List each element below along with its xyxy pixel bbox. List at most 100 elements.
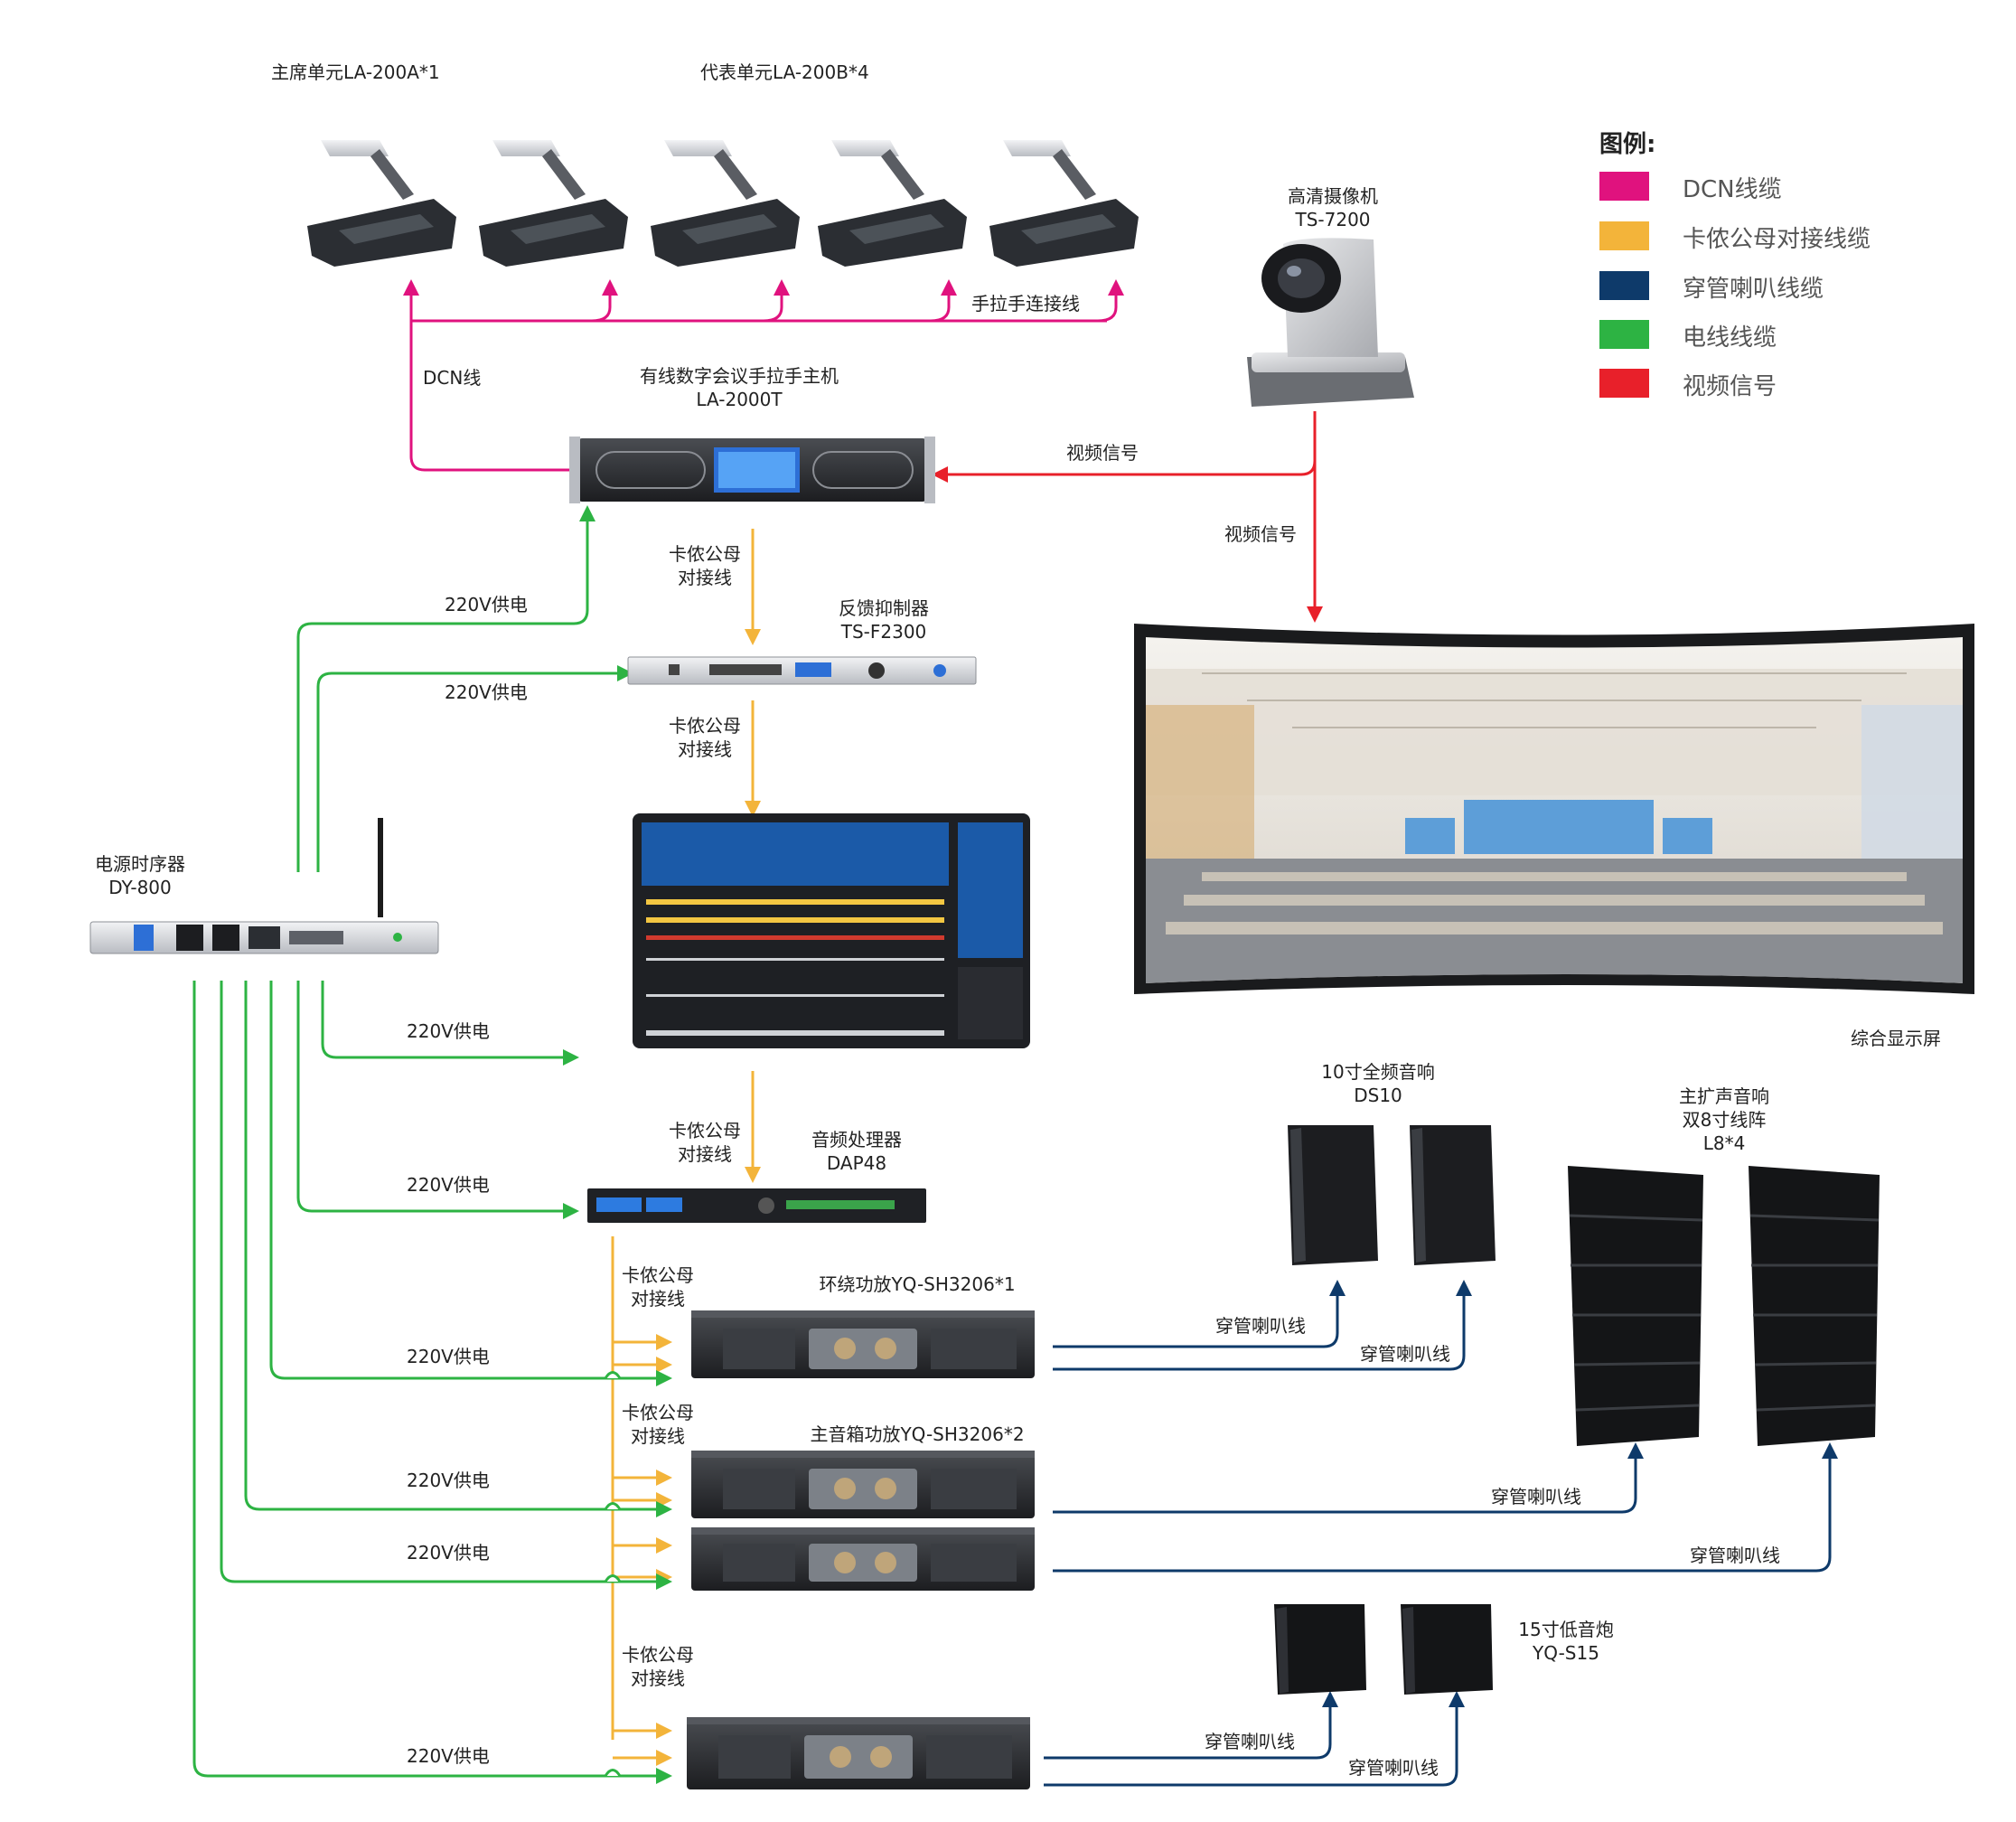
conference-unit [307, 140, 456, 267]
xlr-label-1b: 对接线 [678, 567, 732, 588]
legend-swatch-dcn [1599, 172, 1649, 201]
main-amplifier [691, 1451, 1035, 1518]
xlr-label-4a: 卡侬公母 [622, 1264, 694, 1286]
legend-swatch-power [1599, 320, 1649, 349]
camera-name-label: 高清摄像机 [1288, 185, 1378, 207]
chairman-unit-label: 主席单元LA-200A*1 [271, 61, 440, 83]
spk-sub-left [1044, 1691, 1338, 1760]
legend-label-power: 电线线缆 [1683, 324, 1777, 352]
conference-unit [989, 140, 1139, 267]
conference-unit [651, 140, 800, 267]
full-range-speaker [1410, 1125, 1496, 1265]
legend-swatch-video [1599, 369, 1649, 398]
subwoofer [1401, 1604, 1493, 1695]
power-to-main-amp-1 [244, 981, 672, 1517]
xlr-label-6b: 对接线 [631, 1667, 685, 1689]
line-array-speaker [1568, 1166, 1703, 1446]
xlr-label-6a: 卡侬公母 [622, 1644, 694, 1666]
feedback-name-label: 反馈抑制器 [839, 597, 929, 619]
line-array-model-label: L8*4 [1703, 1132, 1746, 1154]
speaker-line-label: 穿管喇叭线 [1491, 1486, 1581, 1507]
line-array-name-label: 主扩声音响 [1679, 1085, 1769, 1107]
xlr-label-3b: 对接线 [678, 1143, 732, 1165]
legend-swatch-speaker [1599, 271, 1649, 300]
dcn-branch-5 [1097, 279, 1124, 323]
daisy-chain-label: 手拉手连接线 [971, 293, 1080, 315]
display-label: 综合显示屏 [1851, 1028, 1941, 1049]
speaker-line-label: 穿管喇叭线 [1690, 1545, 1780, 1566]
sequencer-name-label: 电源时序器 [95, 853, 185, 875]
power-to-main-amp-2 [220, 981, 672, 1590]
main-amplifier [691, 1527, 1035, 1591]
speaker-line-label: 穿管喇叭线 [1348, 1757, 1439, 1779]
main-amp-label: 主音箱功放YQ-SH3206*2 [810, 1423, 1024, 1445]
xlr-label-1a: 卡侬公母 [669, 543, 741, 565]
dcn-line-to-host [403, 279, 578, 472]
dcn-branch-3 [763, 279, 790, 323]
subwoofer [1274, 1604, 1366, 1695]
speaker-line-label: 穿管喇叭线 [1205, 1731, 1295, 1752]
dcn-branch-2 [591, 279, 618, 323]
full-range-speaker [1288, 1125, 1378, 1265]
legend: 图例: DCN线缆 卡侬公母对接线缆 穿管喇叭线缆 电线线缆 视频信号 [1599, 131, 1871, 400]
xlr-label-3a: 卡侬公母 [669, 1120, 741, 1141]
subwoofer-name-label: 15寸低音炮 [1518, 1619, 1613, 1640]
power-label-feedback: 220V供电 [445, 681, 528, 703]
delegate-unit-label: 代表单元LA-200B*4 [700, 61, 869, 83]
hd-camera [1247, 238, 1414, 407]
full-range-model-label: DS10 [1354, 1085, 1402, 1106]
labels: 主席单元LA-200A*1 代表单元LA-200B*4 手拉手连接线 DCN线 … [95, 61, 1941, 1779]
xlr-label-2b: 对接线 [678, 738, 732, 760]
power-label-mixer: 220V供电 [407, 1020, 490, 1042]
audio-processor [587, 1188, 926, 1223]
power-sequencer [89, 818, 439, 954]
legend-title: 图例: [1599, 131, 1655, 158]
feedback-suppressor [627, 656, 977, 685]
spk-main-right [1053, 1442, 1838, 1573]
legend-label-dcn: DCN线缆 [1683, 176, 1782, 203]
audio-mixer [633, 813, 1030, 1048]
power-to-processor [296, 981, 579, 1219]
xlr-label-5b: 对接线 [631, 1425, 685, 1447]
power-to-sub-amp [192, 981, 672, 1784]
dcn-line-label: DCN线 [423, 367, 481, 389]
dcn-branch-4 [930, 279, 957, 323]
legend-label-speaker: 穿管喇叭线缆 [1683, 276, 1824, 303]
power-label-main-amp-2: 220V供电 [407, 1542, 490, 1564]
spk-surround-right [1053, 1280, 1472, 1371]
power-label-host: 220V供电 [445, 594, 528, 615]
processor-name-label: 音频处理器 [811, 1129, 902, 1150]
power-label-surround-amp: 220V供电 [407, 1346, 490, 1367]
power-to-host [296, 505, 595, 872]
power-label-main-amp-1: 220V供电 [407, 1470, 490, 1491]
processor-model-label: DAP48 [827, 1152, 886, 1174]
video-to-display-label: 视频信号 [1224, 523, 1297, 545]
camera-model-label: TS-7200 [1294, 209, 1370, 230]
spk-sub-right [1044, 1691, 1465, 1787]
host-name-label: 有线数字会议手拉手主机 [640, 365, 839, 387]
spk-main-left [1053, 1442, 1644, 1514]
speaker-line-label: 穿管喇叭线 [1360, 1343, 1450, 1365]
full-range-name-label: 10寸全频音响 [1321, 1061, 1434, 1083]
power-to-feedback [316, 665, 633, 872]
legend-label-xlr: 卡侬公母对接线缆 [1683, 226, 1871, 253]
surround-amp-label: 环绕功放YQ-SH3206*1 [819, 1273, 1015, 1295]
conference-unit [818, 140, 967, 267]
xlr-label-2a: 卡侬公母 [669, 715, 741, 737]
video-to-host-label: 视频信号 [1066, 442, 1139, 464]
line-array-speaker [1749, 1166, 1880, 1446]
power-to-mixer [321, 981, 579, 1066]
subwoofer-model-label: YQ-S15 [1532, 1642, 1599, 1664]
conference-unit [479, 140, 628, 267]
surround-amplifier [691, 1310, 1035, 1378]
wires [192, 279, 1838, 1787]
display-screen [1134, 624, 1974, 994]
power-to-surround-amp [269, 981, 672, 1386]
speaker-line-label: 穿管喇叭线 [1215, 1315, 1306, 1337]
host-model-label: LA-2000T [696, 389, 783, 410]
subwoofer-amplifier [687, 1717, 1030, 1789]
xlr-label-5a: 卡侬公母 [622, 1402, 694, 1423]
conference-host [569, 437, 935, 503]
power-label-processor: 220V供电 [407, 1174, 490, 1196]
